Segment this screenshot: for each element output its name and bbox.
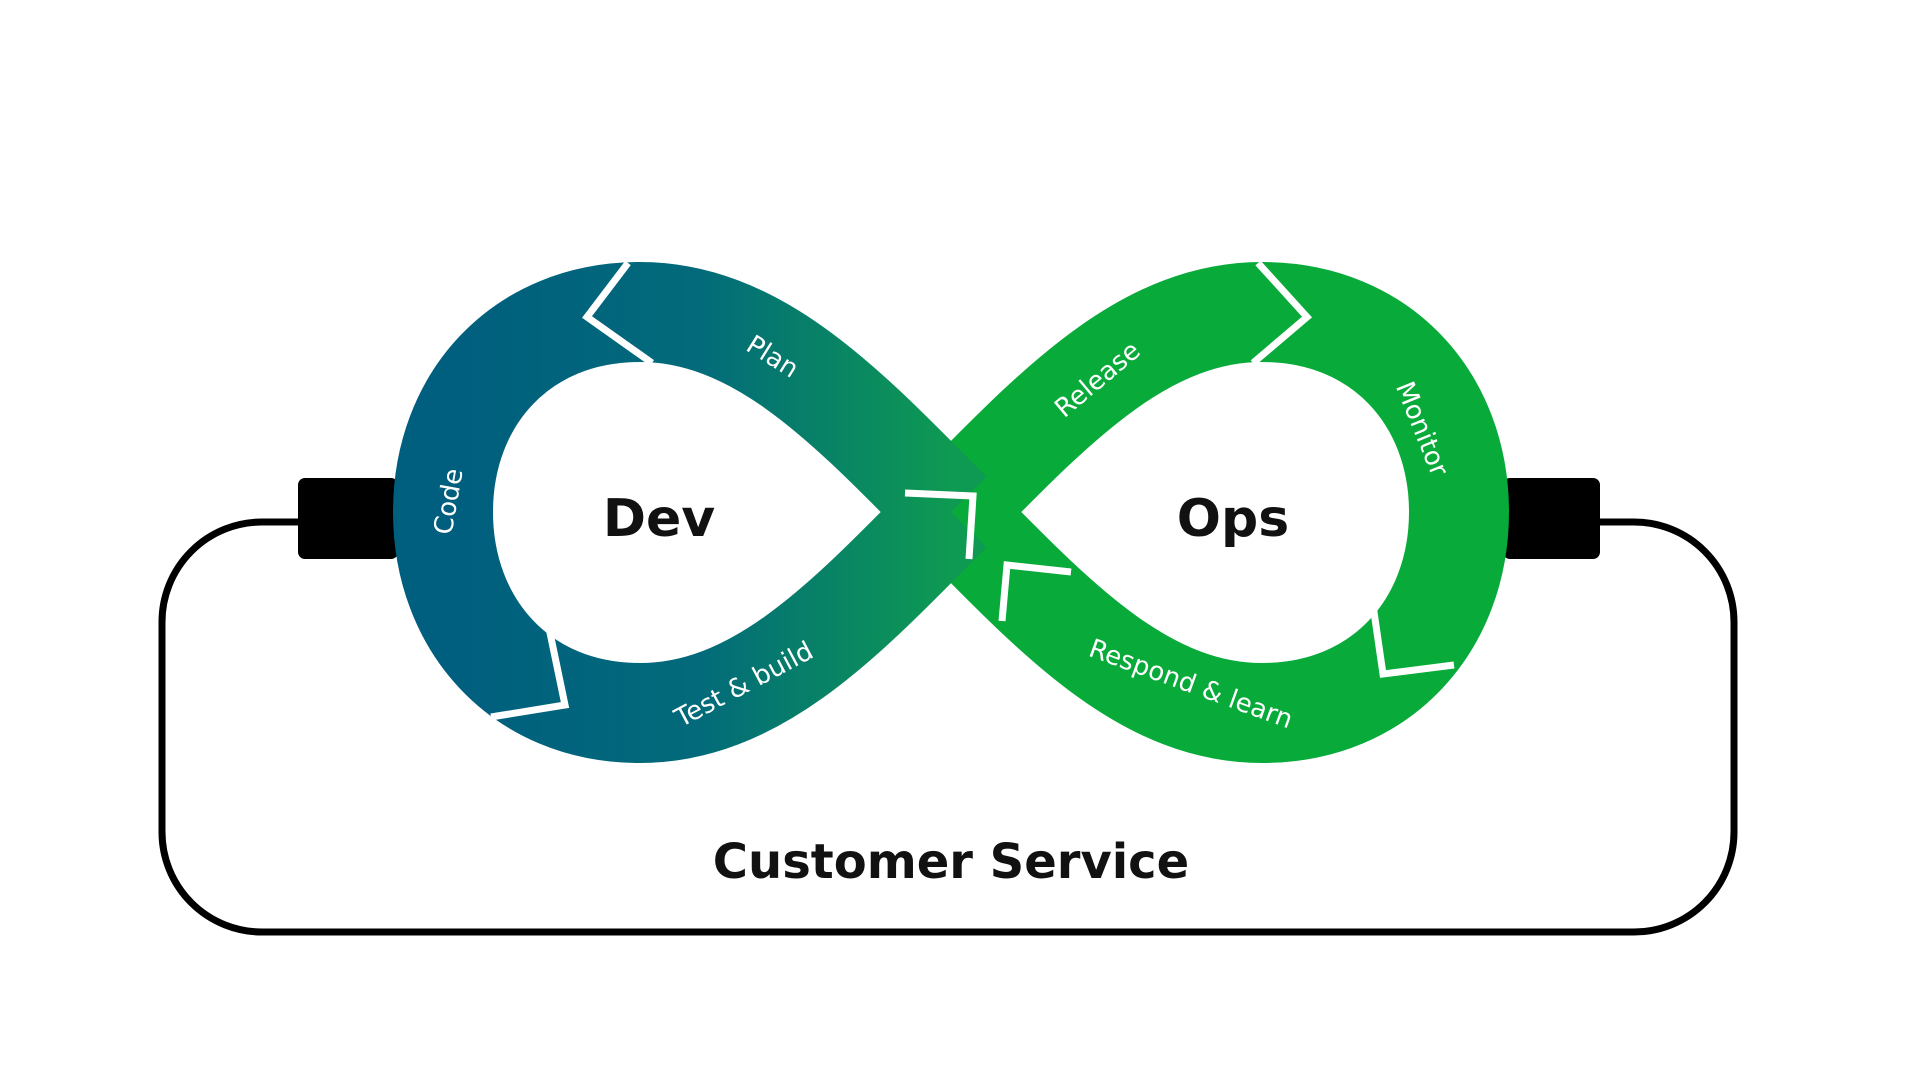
separator-plan-release [904, 489, 977, 560]
customer-service-loop-line [158, 518, 1738, 936]
left-plug [298, 478, 398, 559]
separator-test-code [490, 627, 570, 721]
ops-label: Ops [1177, 489, 1289, 549]
separator-release-monitor [1250, 260, 1313, 366]
customer-service-label: Customer Service [713, 834, 1189, 890]
separator-respond-test [998, 561, 1072, 622]
separator-monitor-respond [1369, 604, 1455, 678]
right-plug [1503, 478, 1600, 559]
dev-loop [392, 261, 987, 764]
dev-label: Dev [603, 489, 715, 549]
ops-loop [915, 261, 1510, 764]
stage-separators [490, 260, 1455, 721]
separator-code-plan [582, 260, 655, 366]
